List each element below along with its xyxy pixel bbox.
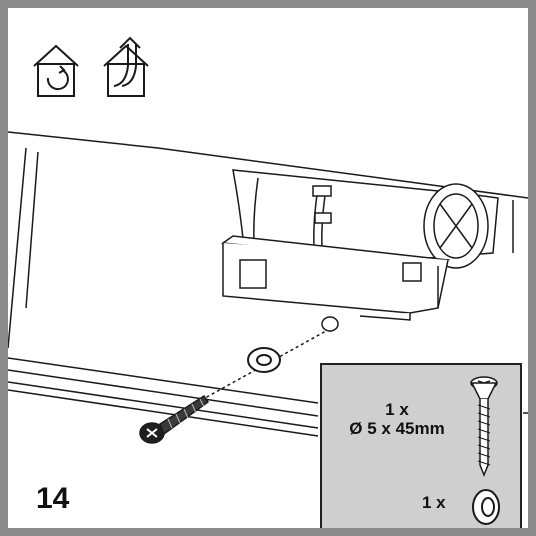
screw-size: Ø 5 x 45mm	[349, 419, 445, 438]
ceiling-panel	[8, 131, 528, 349]
recirculation-house-icon	[33, 44, 79, 97]
hardware-parts	[470, 376, 500, 525]
washer-quantity: 1 x	[422, 493, 446, 512]
motor-housing	[232, 169, 499, 269]
screw-quantity-label: 1 x Ø 5 x 45mm	[332, 400, 462, 438]
step-number: 14	[36, 482, 70, 515]
washer	[247, 347, 281, 373]
screw	[139, 394, 210, 444]
washer-hole	[321, 316, 339, 332]
lower-rail	[8, 357, 528, 437]
assembly-illustration	[8, 36, 528, 444]
extraction-house-icon	[103, 36, 149, 97]
control-box	[220, 235, 451, 321]
screw-part-icon	[470, 376, 498, 478]
hardware-detail-box: 1 x Ø 5 x 45mm 1 x	[320, 363, 522, 528]
washer-part-icon	[472, 489, 500, 525]
screw-quantity: 1 x	[385, 400, 409, 419]
